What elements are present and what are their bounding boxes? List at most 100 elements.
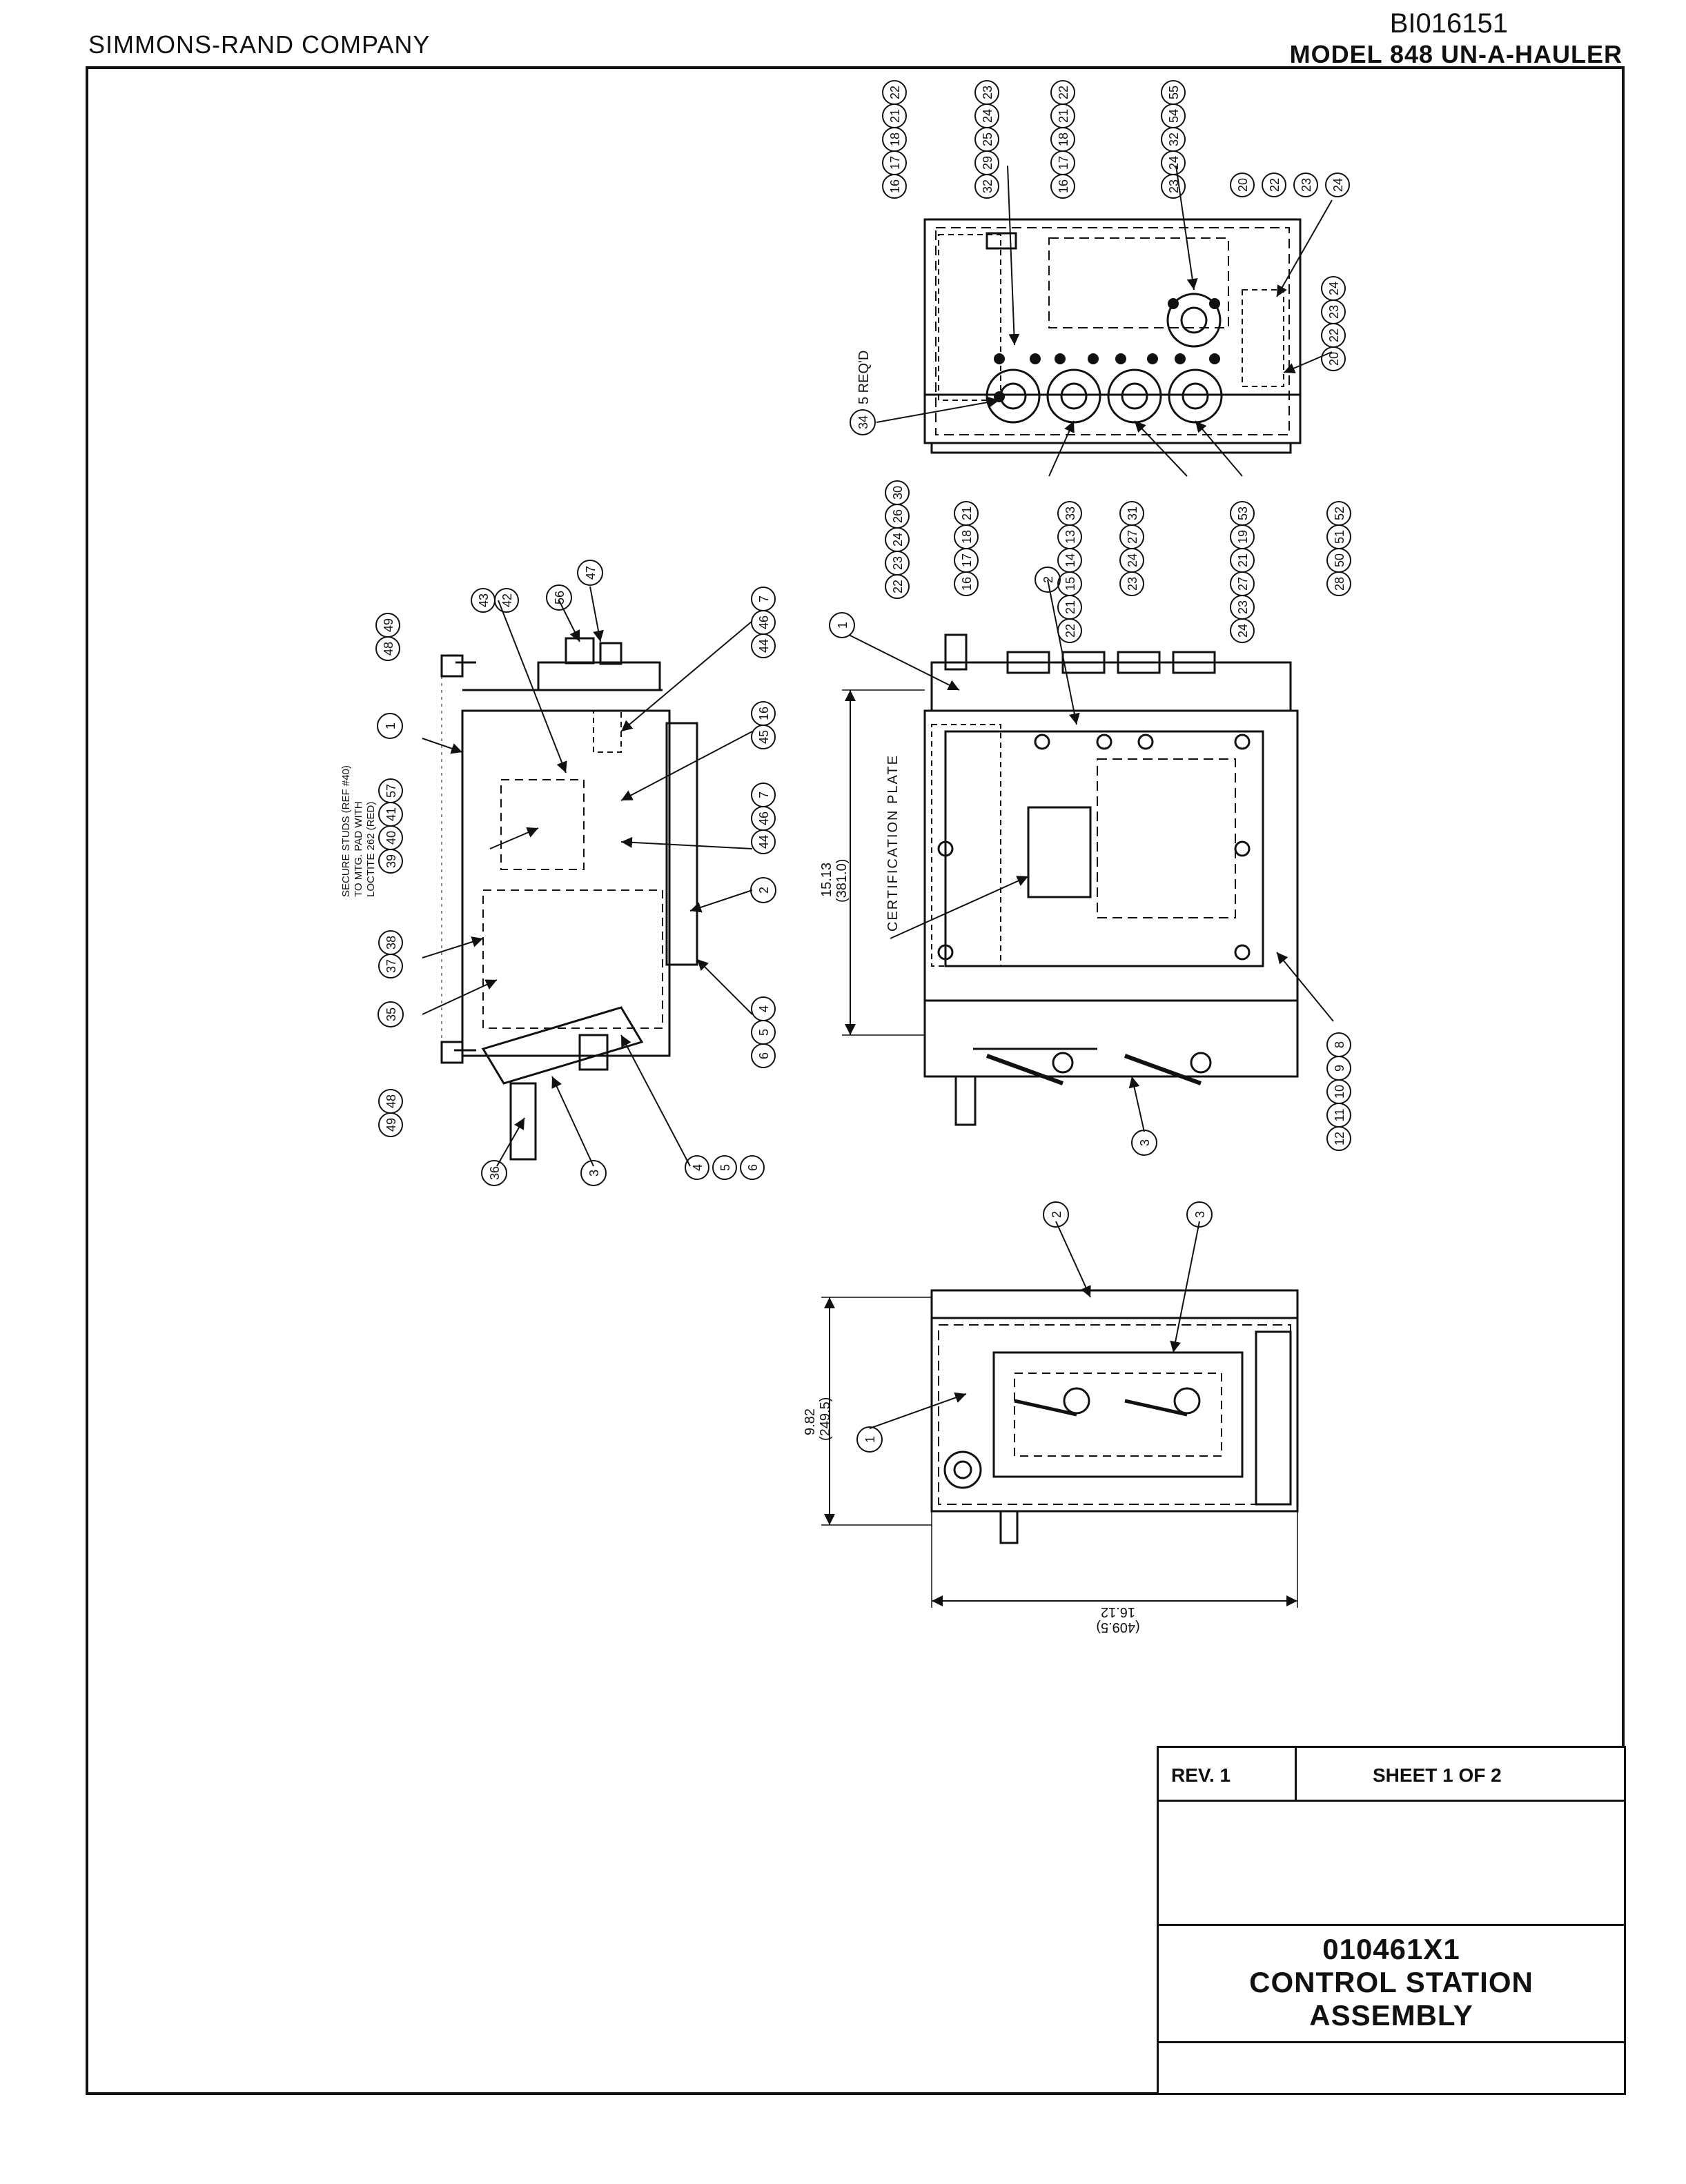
callout-44-46-7-b: 44 46 7 bbox=[751, 783, 776, 854]
callout-number: 24 bbox=[891, 533, 905, 547]
callout-43-42: 43 42 bbox=[471, 588, 519, 613]
callout-number: 3 bbox=[1193, 1211, 1207, 1218]
callout-number: 46 bbox=[757, 616, 771, 629]
callout-number: 9 bbox=[1333, 1065, 1346, 1072]
callout-number: 23 bbox=[1167, 179, 1181, 193]
callout-number: 36 bbox=[488, 1166, 502, 1180]
callout-number: 5 bbox=[718, 1164, 732, 1171]
note-line-1: SECURE STUDS (REF #40) bbox=[340, 765, 352, 897]
callout-number: 3 bbox=[1138, 1139, 1152, 1146]
callout-number: 4 bbox=[757, 1005, 771, 1012]
part-number: 010461X1 bbox=[1322, 1933, 1460, 1965]
callout-number: 22 bbox=[1057, 86, 1070, 99]
callout-number: 4 bbox=[691, 1164, 705, 1171]
callout-number: 44 bbox=[757, 639, 771, 653]
callout-number: 8 bbox=[1333, 1041, 1346, 1048]
callout-number: 10 bbox=[1333, 1085, 1346, 1099]
callout-number: 30 bbox=[891, 486, 905, 500]
callout-number: 17 bbox=[960, 553, 974, 567]
callout-37-38: 37 38 bbox=[378, 930, 403, 978]
callout-6-5-4: 6 5 4 bbox=[751, 996, 776, 1068]
callout-number: 24 bbox=[1167, 156, 1181, 170]
callout-number: 2 bbox=[757, 887, 771, 894]
front-view-callouts: 1 2 3 12 11 10 9 8 CERTIFICATION PLATE 1… bbox=[819, 567, 1351, 1156]
qty-callout: 34 5 REQ'D bbox=[850, 351, 876, 435]
callout-number: 1 bbox=[384, 722, 398, 729]
callout-number: 43 bbox=[477, 593, 491, 607]
callout-36: 36 bbox=[481, 1160, 507, 1186]
callout-number: 21 bbox=[888, 109, 902, 123]
height-mm: (381.0) bbox=[834, 859, 850, 903]
callout-number: 21 bbox=[1063, 600, 1077, 614]
title-line-1: CONTROL STATION bbox=[1249, 1966, 1533, 1998]
callout-number: 33 bbox=[1063, 506, 1077, 520]
callout-1-front: 1 bbox=[829, 612, 855, 638]
callout-number: 17 bbox=[888, 156, 902, 170]
front-view bbox=[842, 579, 1334, 1132]
callout-group-bottom-6: 52 51 50 28 bbox=[1326, 501, 1351, 596]
callout-number: 55 bbox=[1167, 86, 1181, 99]
callout-group-bottom-4: 31 27 24 23 bbox=[1119, 501, 1144, 596]
callout-number: 6 bbox=[757, 1052, 771, 1059]
callout-number: 5 bbox=[757, 1029, 771, 1036]
callout-number: 7 bbox=[757, 791, 771, 798]
callout-number: 28 bbox=[1333, 577, 1346, 591]
callout-number: 48 bbox=[382, 642, 395, 656]
callout-number: 21 bbox=[1057, 109, 1070, 123]
width-dimension-text: (409.5) 16.12 bbox=[1096, 1604, 1139, 1635]
callout-number: 2 bbox=[1050, 1211, 1063, 1218]
callout-group-top-6: 20 22 23 24 bbox=[1321, 276, 1346, 371]
callout-number: 2 bbox=[1041, 576, 1055, 583]
sheet-cell: SHEET 1 OF 2 bbox=[1297, 1748, 1624, 1802]
callout-number: 38 bbox=[384, 936, 398, 950]
company-name: SIMMONS-RAND COMPANY bbox=[88, 30, 431, 59]
callout-35: 35 bbox=[378, 1001, 404, 1027]
callout-number: 56 bbox=[553, 591, 567, 604]
callout-56: 56 bbox=[546, 584, 572, 611]
top-view-callouts: 16 17 18 21 22 32 29 25 24 23 16 17 18 2… bbox=[850, 80, 1351, 643]
qty-callout-number: 34 bbox=[856, 415, 870, 429]
drawing-frame bbox=[86, 66, 1625, 2095]
callout-number: 41 bbox=[384, 807, 398, 821]
callout-group-top-1: 16 17 18 21 22 bbox=[882, 80, 907, 199]
callout-number: 46 bbox=[757, 811, 771, 825]
callout-number: 49 bbox=[382, 618, 395, 632]
callout-number: 53 bbox=[1236, 506, 1250, 520]
bottom-view bbox=[821, 1221, 1299, 1608]
bottom-view-callouts: 1 2 3 9.82 (249.5) (409.5) 16.12 bbox=[803, 1201, 1213, 1635]
height-in: 15.13 bbox=[819, 863, 834, 897]
callout-number: 20 bbox=[1327, 352, 1341, 366]
callout-number: 22 bbox=[891, 580, 905, 593]
callout-number: 23 bbox=[1300, 178, 1313, 192]
callout-number: 42 bbox=[500, 593, 514, 607]
depth-mm: (249.5) bbox=[818, 1397, 833, 1441]
height-dimension-text: 15.13 (381.0) bbox=[819, 859, 850, 903]
callout-number: 50 bbox=[1333, 553, 1346, 567]
callout-number: 7 bbox=[757, 596, 771, 602]
callout-number: 24 bbox=[1327, 282, 1341, 295]
callout-number: 14 bbox=[1063, 553, 1077, 567]
callout-3-side: 3 bbox=[580, 1160, 607, 1186]
callout-group-top-5: 20 22 23 24 bbox=[1230, 173, 1350, 197]
side-view-callouts: 48 49 1 39 40 41 57 37 38 35 49 48 36 3 bbox=[340, 560, 776, 1186]
rev-cell: REV. 1 bbox=[1159, 1748, 1297, 1802]
callout-number: 39 bbox=[384, 854, 398, 868]
callout-49-48-bottom: 49 48 bbox=[378, 1089, 403, 1137]
callout-2-side: 2 bbox=[750, 877, 776, 903]
callout-4-5-6: 4 5 6 bbox=[685, 1155, 765, 1180]
callout-number: 23 bbox=[981, 86, 994, 99]
callout-number: 45 bbox=[757, 730, 771, 744]
title-line-2: ASSEMBLY bbox=[1309, 1999, 1473, 2031]
callout-number: 17 bbox=[1057, 156, 1070, 170]
model-name: MODEL 848 UN-A-HAULER bbox=[1289, 40, 1623, 68]
callout-number: 27 bbox=[1236, 577, 1250, 591]
callout-1-side: 1 bbox=[377, 713, 403, 739]
callout-number: 25 bbox=[981, 132, 994, 146]
callout-number: 19 bbox=[1236, 530, 1250, 544]
callout-group-top-2: 32 29 25 24 23 bbox=[974, 80, 999, 199]
callout-number: 48 bbox=[384, 1094, 398, 1108]
callout-number: 22 bbox=[1063, 624, 1077, 638]
callout-number: 21 bbox=[1236, 553, 1250, 567]
depth-dimension-text: 9.82 (249.5) bbox=[803, 1397, 833, 1441]
document-id: BI016151 bbox=[1389, 8, 1508, 39]
